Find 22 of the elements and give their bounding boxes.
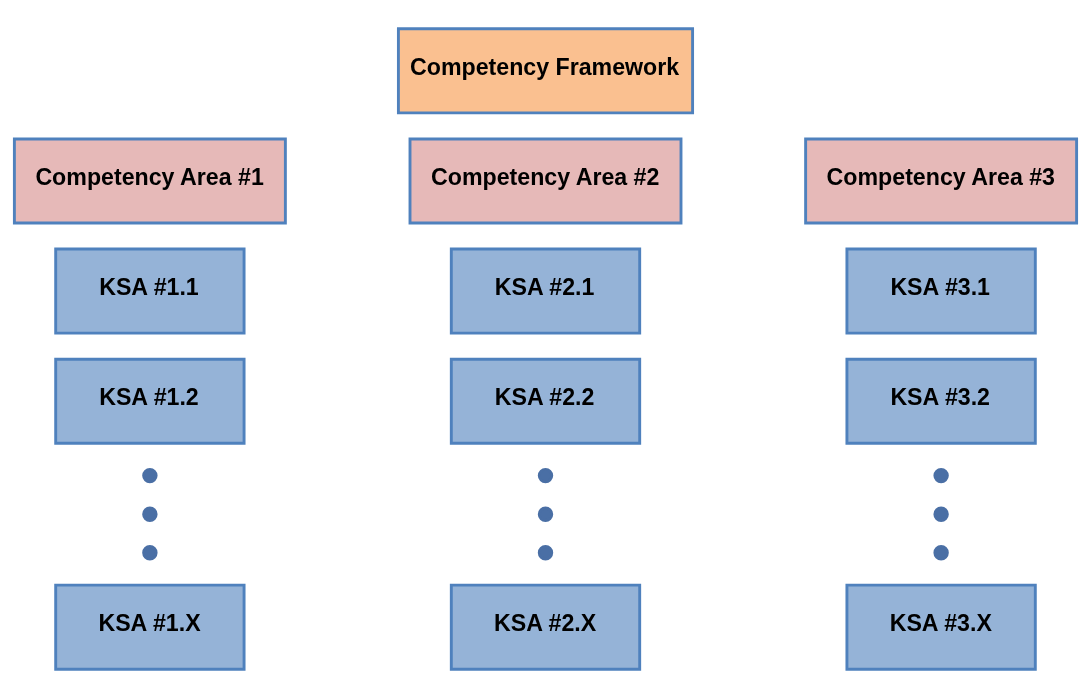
node-box: KSA #3.X xyxy=(845,583,1037,671)
node-box: KSA #3.1 xyxy=(845,247,1037,335)
node-box: KSA #2.1 xyxy=(449,247,642,335)
node-box: Competency Area #2 xyxy=(408,137,683,225)
node-box: KSA #2.2 xyxy=(449,357,642,445)
node-circle xyxy=(537,506,554,522)
node-box: KSA #1.X xyxy=(54,583,246,671)
node-circle xyxy=(537,545,554,561)
node-circle xyxy=(537,467,554,484)
node-box: Competency Framework xyxy=(396,27,695,115)
node-circle xyxy=(933,545,949,561)
node-box: KSA #1.1 xyxy=(54,247,246,335)
node-box: Competency Area #3 xyxy=(804,137,1079,225)
node-circle xyxy=(933,467,949,484)
node-box: KSA #2.X xyxy=(449,583,642,671)
node-circle xyxy=(142,467,158,484)
node-circle xyxy=(933,506,949,522)
node-circle xyxy=(142,545,158,561)
node-circle xyxy=(142,506,158,522)
node-box: Competency Area #1 xyxy=(12,137,287,225)
node-box: KSA #3.2 xyxy=(845,357,1037,445)
node-box: KSA #1.2 xyxy=(54,357,246,445)
